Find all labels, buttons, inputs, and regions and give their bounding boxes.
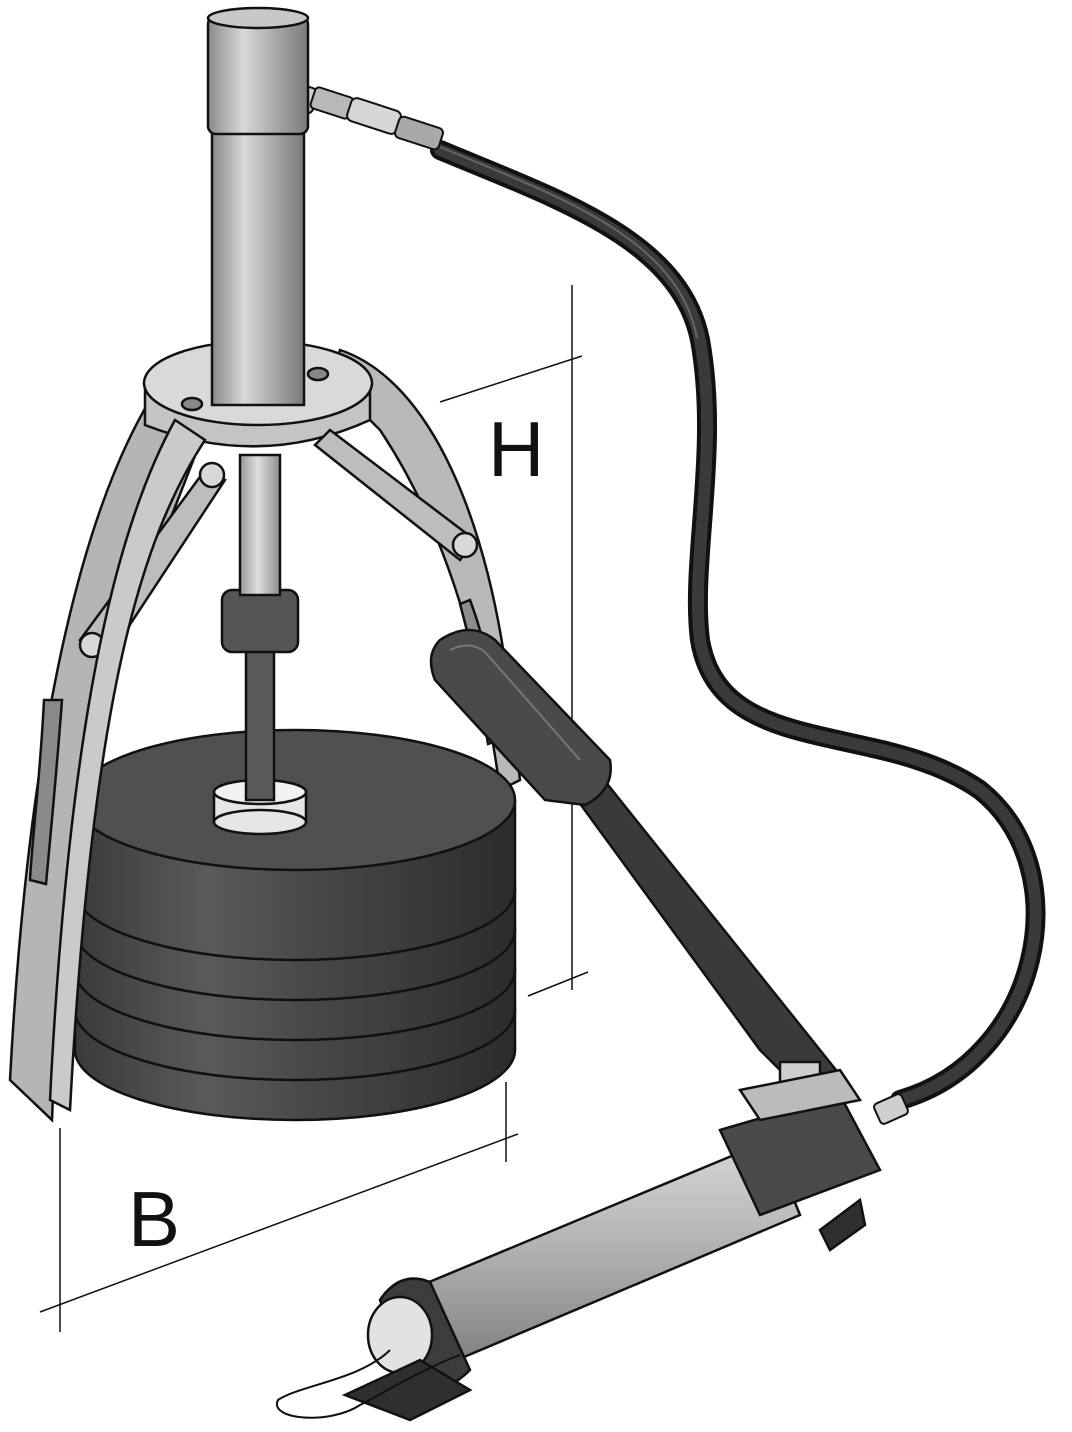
hydraulic-hose	[430, 140, 1046, 1110]
height-bottom-tick	[527, 971, 589, 997]
width-label: B	[128, 1175, 180, 1263]
height-label: H	[488, 405, 544, 493]
dimension-lines	[39, 285, 589, 1332]
lever-grip	[429, 628, 612, 807]
puller-arm	[48, 418, 207, 1112]
hose-fitting	[873, 1093, 909, 1125]
wire-loop	[275, 1349, 461, 1419]
width-dimension-line	[39, 1133, 519, 1313]
hand-pump-body	[366, 1068, 882, 1392]
spindle	[220, 453, 300, 802]
hydraulic-cylinder	[206, 6, 310, 407]
pump-lever	[568, 773, 843, 1094]
height-top-tick	[439, 355, 583, 403]
pump-base-foot	[341, 1197, 867, 1422]
disc-stack	[73, 728, 517, 1122]
